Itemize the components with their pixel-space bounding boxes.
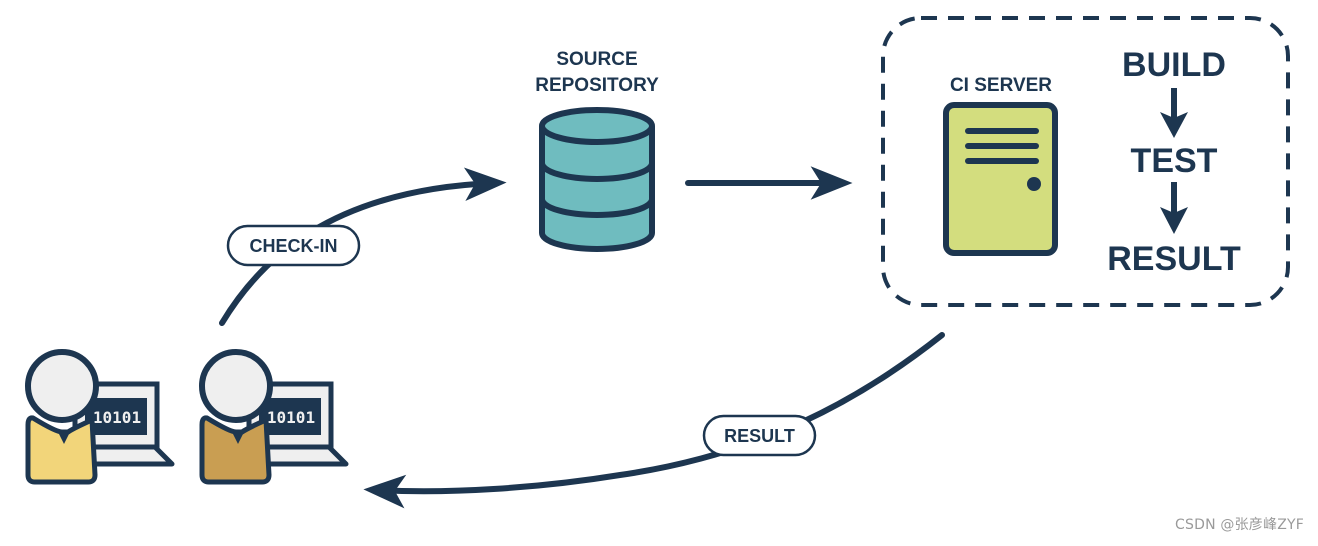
developer-2: 10101 (199, 349, 349, 485)
screen-code: 10101 (93, 408, 141, 427)
laptop-icon: 10101 (72, 381, 175, 467)
watermark: CSDN @张彦峰ZYF (1175, 517, 1304, 533)
check-in-label-pill: CHECK-IN (226, 224, 361, 267)
arrow-down-icon (1160, 88, 1188, 138)
developer-1: 10101 (25, 349, 175, 485)
source-repository: SOURCE REPOSITORY (535, 49, 659, 252)
pipeline-step-test: TEST (1131, 142, 1218, 180)
check-in-edge: CHECK-IN (219, 167, 507, 326)
person-icon (25, 349, 99, 485)
result-edge: RESULT (363, 332, 945, 509)
pipeline-step-result: RESULT (1107, 240, 1241, 278)
ci-server-label: CI SERVER (950, 75, 1052, 96)
database-icon (539, 107, 655, 252)
result-label: RESULT (724, 426, 795, 446)
arrow-down-icon (1160, 182, 1188, 234)
pipeline: BUILD TEST RESULT (1107, 46, 1241, 278)
result-label-pill: RESULT (702, 414, 817, 457)
screen-code: 10101 (267, 408, 315, 427)
repository-label-line2: REPOSITORY (535, 75, 659, 96)
ci-boundary (881, 16, 1290, 307)
repository-label-line1: SOURCE (556, 49, 637, 70)
laptop-icon: 10101 (246, 381, 349, 467)
result-arrow (363, 332, 945, 509)
pipeline-step-build: BUILD (1122, 46, 1226, 84)
server-icon (943, 102, 1058, 256)
check-in-label: CHECK-IN (250, 236, 338, 256)
person-icon (199, 349, 273, 485)
ci-server-group: CI SERVER BUILD TEST RESULT (881, 16, 1290, 307)
